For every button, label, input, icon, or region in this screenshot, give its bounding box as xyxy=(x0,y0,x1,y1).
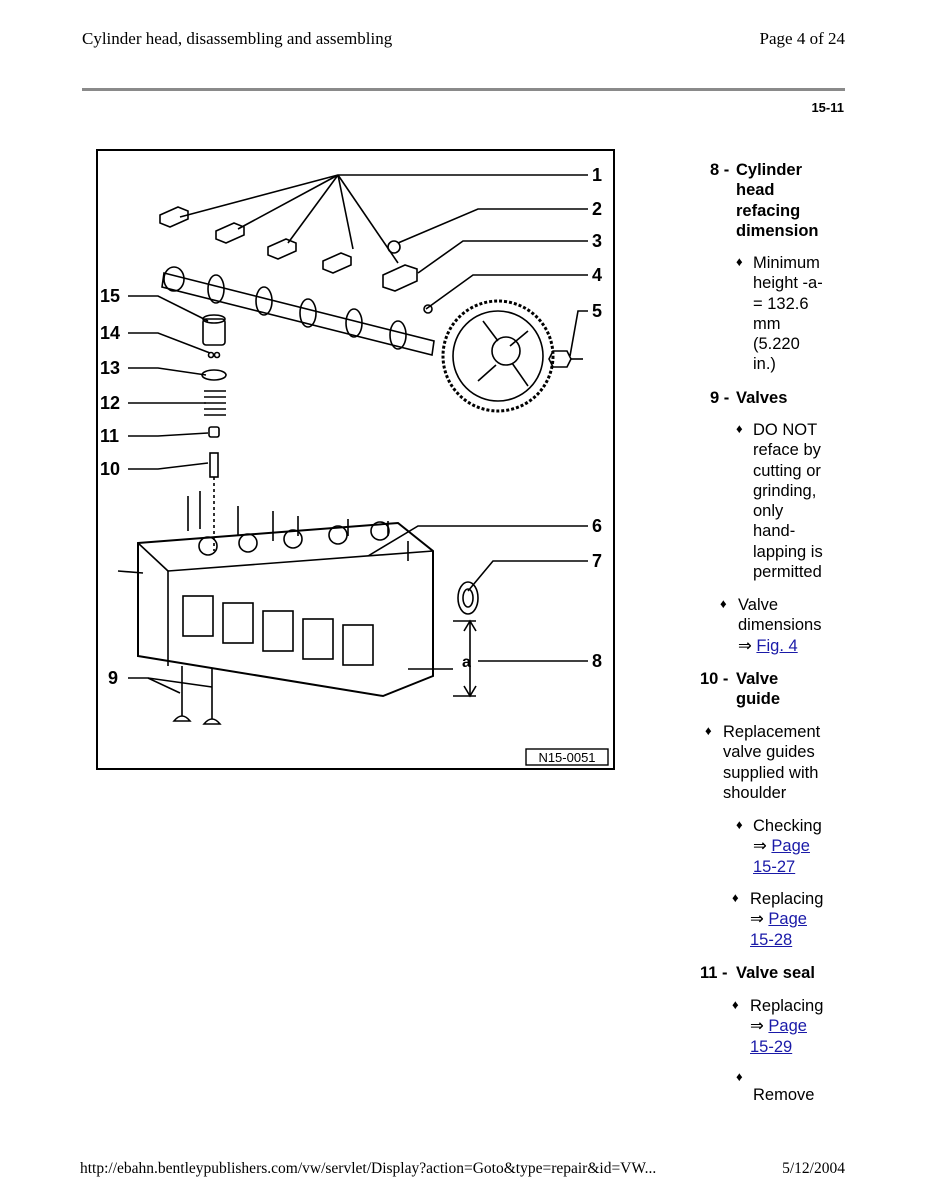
bullet-icon: ♦ xyxy=(705,723,712,738)
note-line: in.) xyxy=(753,355,776,374)
header-divider xyxy=(82,88,845,91)
item-8-note: Minimum height -a- = 132.6 mm (5.220 in.… xyxy=(753,253,823,375)
callout-10: 10 xyxy=(100,459,120,479)
callout-13: 13 xyxy=(100,358,120,378)
fig-4-link[interactable]: Fig. 4 xyxy=(756,636,798,655)
note-line: only xyxy=(753,502,784,521)
bullet-icon: ♦ xyxy=(732,997,739,1012)
callout-15: 15 xyxy=(100,286,120,306)
note-line: ⇒ Fig. 4 xyxy=(738,636,821,656)
note-line: 15-29 xyxy=(750,1037,823,1057)
item-10-replacing: Replacing ⇒ Page 15-28 xyxy=(750,889,823,950)
bullet-icon: ♦ xyxy=(732,890,739,905)
bullet-icon: ♦ xyxy=(720,596,727,611)
note-line: ⇒ Page xyxy=(753,836,822,856)
note-line: 15-27 xyxy=(753,857,822,877)
page-number: Page 4 of 24 xyxy=(759,29,845,48)
cylinder-head-exploded-drawing: 1 2 3 4 5 6 7 8 9 10 11 12 13 14 15 a N1… xyxy=(100,165,609,766)
bullet-icon: ♦ xyxy=(736,254,743,269)
item-11-title: Valve seal xyxy=(736,964,815,982)
page-15-28-link[interactable]: 15-28 xyxy=(750,930,793,949)
bullet-icon: ♦ xyxy=(736,421,743,436)
callout-4: 4 xyxy=(592,265,602,285)
page-15-27-link[interactable]: 15-27 xyxy=(753,857,796,876)
section-number: 15-11 xyxy=(811,100,844,115)
item-8-number: 8 - xyxy=(710,161,730,179)
note-line: valve guides xyxy=(723,743,815,762)
figure-code: N15-0051 xyxy=(538,750,595,765)
item-10-note-1: Replacement valve guides supplied with s… xyxy=(723,722,820,803)
item-10-checking: Checking ⇒ Page 15-27 xyxy=(753,816,822,877)
figure-code-box xyxy=(525,748,609,766)
callout-6: 6 xyxy=(592,516,602,536)
note-line: Replacing xyxy=(750,890,824,908)
note-line: permitted xyxy=(753,563,822,582)
callout-14: 14 xyxy=(100,323,120,343)
item-8-title-line: Cylinder xyxy=(736,161,803,179)
item-9-title: Valves xyxy=(736,389,788,407)
callout-11: 11 xyxy=(100,426,119,446)
note-line: ⇒ Page xyxy=(750,909,823,929)
item-9-note-2: Valve dimensions ⇒ Fig. 4 xyxy=(738,595,821,656)
item-11-number: 11 - xyxy=(700,964,728,982)
item-8-title-line: dimension xyxy=(736,221,819,240)
item-8-title-line: refacing xyxy=(736,201,801,220)
item-11-remove: Remove xyxy=(753,1086,815,1104)
item-9-note-1: DO NOT reface by cutting or grinding, on… xyxy=(753,420,823,582)
note-line: Valve xyxy=(738,596,779,614)
note-line: lapping is xyxy=(753,542,823,561)
note-line: = 132.6 xyxy=(753,294,809,313)
footer-date: 5/12/2004 xyxy=(782,1160,845,1177)
note-line: Minimum xyxy=(753,254,820,272)
item-9-number: 9 - xyxy=(710,389,730,407)
note-line: DO NOT xyxy=(753,421,818,439)
arrow-icon: ⇒ xyxy=(750,1017,764,1036)
bullet-icon: ♦ xyxy=(736,817,743,832)
callout-1: 1 xyxy=(592,165,602,185)
item-10-title-line: guide xyxy=(736,690,780,709)
arrow-icon: ⇒ xyxy=(750,910,764,929)
note-line: Replacement xyxy=(723,723,821,741)
callout-2: 2 xyxy=(592,199,602,219)
note-line: ⇒ Page xyxy=(750,1016,823,1036)
note-line: Replacing xyxy=(750,997,824,1015)
note-line: hand- xyxy=(753,522,796,541)
note-line: grinding, xyxy=(753,481,817,500)
dimension-a-label: a xyxy=(462,654,471,671)
note-line: 15-28 xyxy=(750,930,823,950)
item-8-title-line: head xyxy=(736,181,775,200)
callout-8: 8 xyxy=(592,651,602,671)
item-11-replacing: Replacing ⇒ Page 15-29 xyxy=(750,996,823,1057)
arrow-icon: ⇒ xyxy=(738,636,752,655)
document-title: Cylinder head, disassembling and assembl… xyxy=(82,29,393,48)
arrow-icon: ⇒ xyxy=(753,837,767,856)
footer-url: http://ebahn.bentleypublishers.com/vw/se… xyxy=(80,1160,657,1177)
note-line: Checking xyxy=(753,817,822,835)
note-line: reface by xyxy=(753,441,821,460)
note-line: (5.220 xyxy=(753,335,800,354)
note-line: cutting or xyxy=(753,461,821,480)
item-10-title: Valve guide xyxy=(736,669,780,710)
callout-7: 7 xyxy=(592,551,602,571)
bullet-icon: ♦ xyxy=(736,1069,743,1084)
page-15-29-link[interactable]: 15-29 xyxy=(750,1037,793,1056)
note-line: mm xyxy=(753,314,781,333)
callout-12: 12 xyxy=(100,393,120,413)
item-8-title: Cylinder head refacing dimension xyxy=(736,160,819,241)
callout-5: 5 xyxy=(592,301,602,321)
page-15-28-link[interactable]: Page xyxy=(768,910,807,929)
item-10-number: 10 - xyxy=(700,670,729,688)
note-line: shoulder xyxy=(723,783,787,802)
callout-3: 3 xyxy=(592,231,602,251)
exploded-view-figure: 1 2 3 4 5 6 7 8 9 10 11 12 13 14 15 a N1… xyxy=(96,149,615,770)
callout-9: 9 xyxy=(108,668,118,688)
item-10-title-line: Valve xyxy=(736,670,779,688)
note-line: dimensions xyxy=(738,616,822,635)
note-line: height -a- xyxy=(753,274,823,293)
page-15-27-link[interactable]: Page xyxy=(771,837,810,856)
page-15-29-link[interactable]: Page xyxy=(768,1017,807,1036)
note-line: supplied with xyxy=(723,763,819,782)
